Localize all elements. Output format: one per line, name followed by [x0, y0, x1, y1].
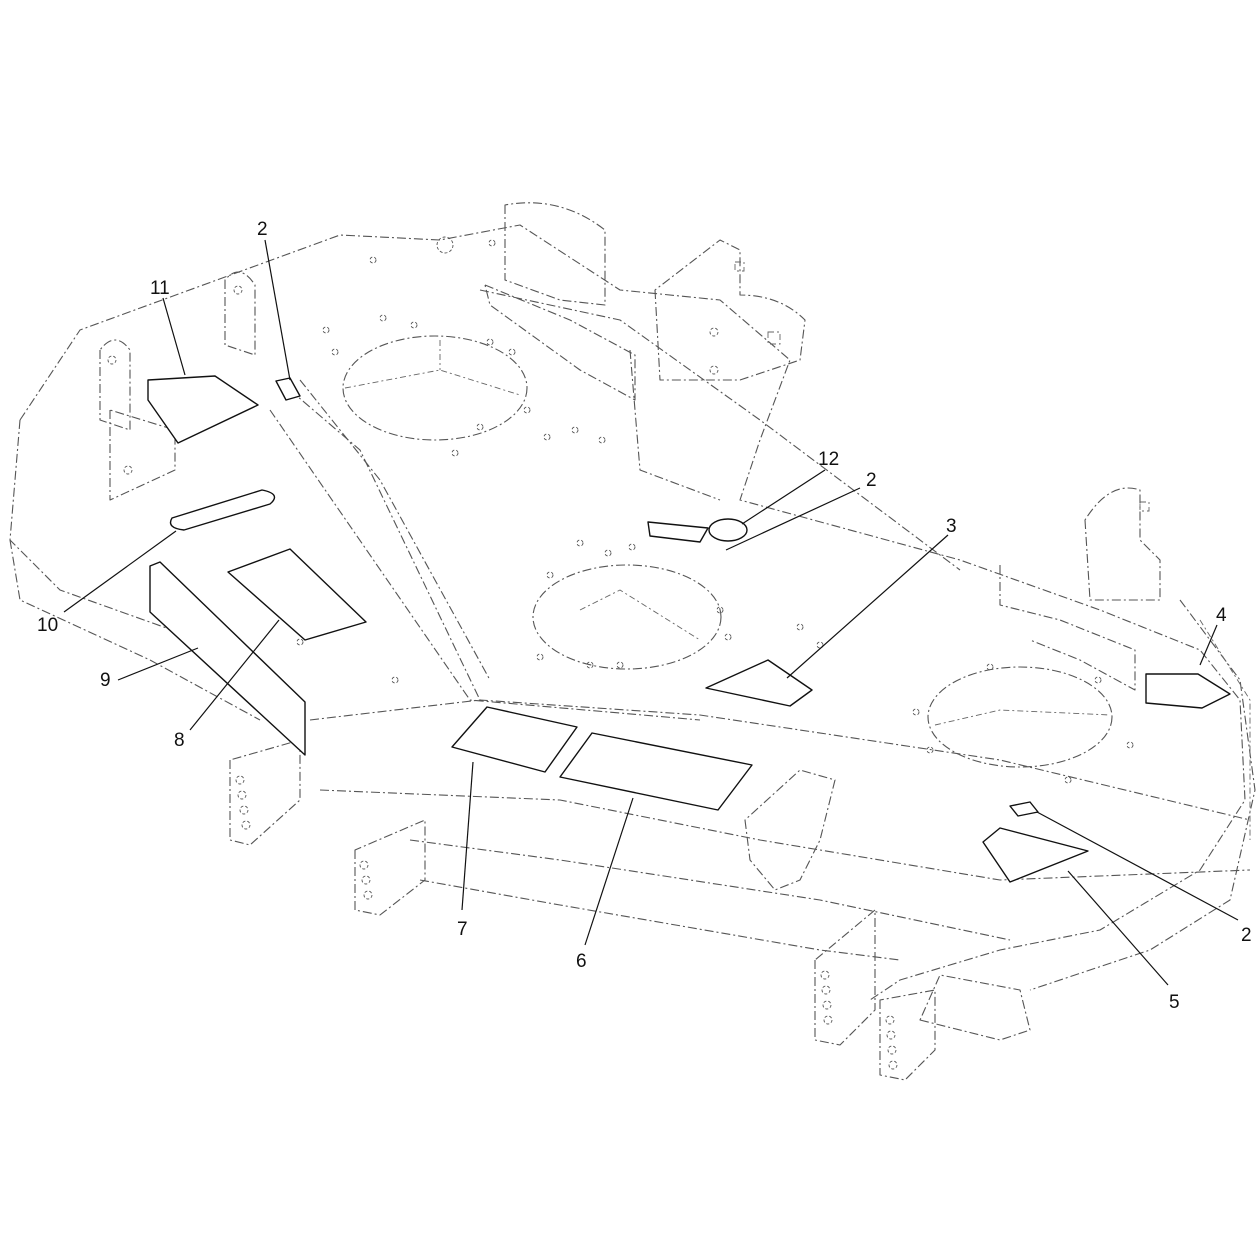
leader-9: [117, 647, 199, 681]
callout-9: 9: [100, 670, 111, 691]
leader-5: [1067, 870, 1169, 986]
hitch-holes: [235, 775, 898, 1070]
leader-7: [461, 761, 474, 911]
decal-9: [149, 561, 306, 756]
callout-labels: 2 11 12 2 3 4 10 9 8 7 6 5 2: [37, 219, 1252, 1013]
leader-12: [741, 469, 826, 525]
decal-4: [1145, 673, 1231, 709]
decal-2-rear-left: [275, 377, 301, 401]
decal-7: [451, 706, 578, 773]
callout-4: 4: [1216, 605, 1227, 626]
decal-12-seal: [708, 518, 748, 542]
callout-7: 7: [457, 919, 468, 940]
decal-3: [705, 659, 813, 707]
callout-2: 2: [866, 470, 877, 491]
leader-2c: [1036, 811, 1239, 921]
decal-2-right: [1009, 801, 1039, 817]
decal-6: [559, 732, 753, 811]
right-blade-opening: [927, 666, 1113, 768]
decal-10: [169, 489, 276, 531]
leader-2b: [725, 487, 861, 551]
decal-8: [227, 548, 367, 641]
left-blade-opening: [342, 335, 528, 441]
center-blade-opening: [532, 564, 722, 670]
callout-11: 11: [150, 278, 170, 299]
leader-10: [63, 530, 177, 613]
leader-3: [786, 534, 949, 679]
leader-8: [189, 619, 280, 731]
callout-6: 6: [576, 951, 587, 972]
callout-3: 3: [946, 516, 957, 537]
callout-5: 5: [1169, 992, 1180, 1013]
decal-11: [147, 375, 259, 444]
blade-openings: [342, 335, 1113, 768]
decals: [147, 375, 1231, 883]
decal-5: [982, 827, 1089, 883]
callout-8: 8: [174, 730, 185, 751]
deck-mounting-holes: [296, 236, 1134, 784]
callout-12: 12: [818, 449, 839, 470]
callout-10: 10: [37, 615, 58, 636]
leader-11: [162, 297, 186, 376]
deck-housing-outline: [9, 224, 1256, 1001]
leader-4: [1199, 624, 1218, 666]
mounting-brackets: [99, 202, 1161, 1081]
leader-2a: [264, 239, 291, 381]
callout-leaders: [63, 239, 1239, 986]
leader-6: [584, 797, 634, 946]
callout-2: 2: [1241, 925, 1252, 946]
decal-12: [647, 521, 709, 543]
callout-2: 2: [257, 219, 268, 240]
